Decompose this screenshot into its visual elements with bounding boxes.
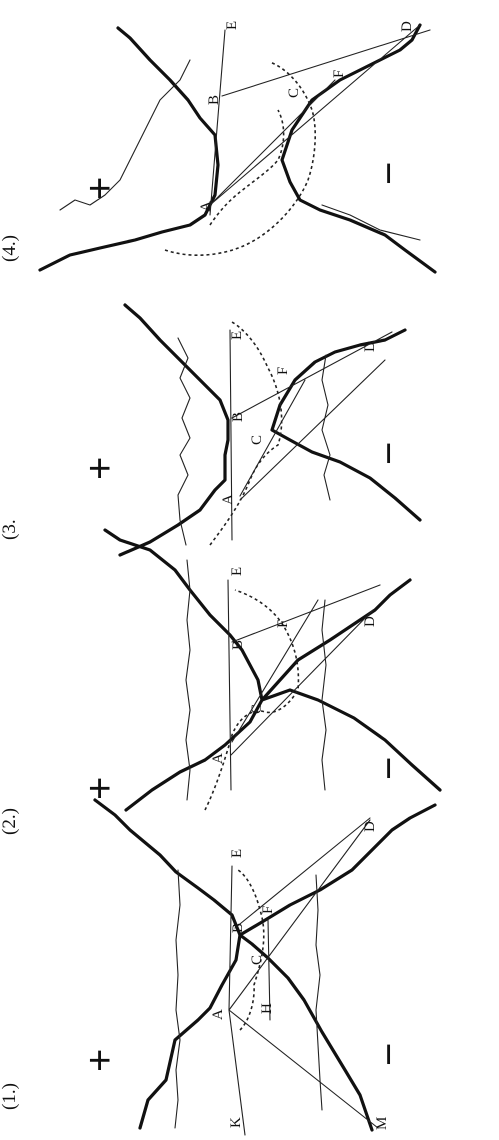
panel-2-minus-sign: − — [367, 757, 411, 780]
panel-1-line-AE — [229, 866, 232, 1010]
panel-3-line-AE — [230, 330, 232, 540]
panel-1-label-F: F — [260, 906, 276, 914]
panel-4-label-C: C — [286, 88, 302, 98]
panel-3-minus-sign: − — [367, 442, 411, 465]
panel-1-label-C: C — [249, 955, 265, 965]
panel-4-label-D: D — [399, 21, 415, 32]
panel-4-plus-sign: + — [78, 177, 122, 200]
panel-3-label-F: F — [275, 367, 291, 375]
panel-1-label-B: B — [230, 923, 246, 933]
panel-3: (3. + − A B C D E F — [0, 305, 420, 555]
panel-3-plus-sign: + — [78, 457, 122, 480]
panel-2-plus-sign: + — [78, 777, 122, 800]
panel-1-label-M: M — [374, 1117, 390, 1130]
panel-4-line-AF — [210, 80, 335, 205]
panel-1-upper-boundary — [95, 800, 240, 1128]
panel-1-plus-sign: + — [78, 1049, 122, 1072]
panel-2-title: (2.) — [0, 808, 20, 835]
panel-1-label-H: H — [259, 1003, 275, 1014]
panel-4-label-B: B — [206, 95, 222, 105]
panel-3-lower-boundary — [272, 330, 420, 520]
panel-3-label-C: C — [249, 435, 265, 445]
panel-1-lower-contour — [316, 875, 322, 1110]
panel-1-label-K: K — [228, 1117, 244, 1128]
panel-2-label-B: B — [230, 640, 246, 650]
panel-3-title: (3. — [0, 519, 20, 540]
panel-4-title: (4.) — [0, 235, 20, 262]
panel-3-label-D: D — [362, 341, 378, 352]
panel-1-line-KA — [229, 1010, 245, 1135]
panel-2-label-D: D — [362, 616, 378, 627]
panel-4-minus-sign: − — [367, 162, 411, 185]
panel-4-line-AE — [210, 30, 225, 215]
panel-2-line-AD — [231, 610, 373, 755]
panel-2-line-BD — [232, 585, 380, 642]
panel-1-title: (1.) — [0, 1083, 20, 1110]
panel-2-line-AE — [228, 580, 231, 790]
panel-2: (2.) + − A B C D E F — [0, 530, 440, 835]
panel-1-label-E: E — [229, 849, 245, 858]
panel-3-lower-contour — [322, 355, 330, 500]
panel-2-lower-contour — [322, 600, 326, 790]
panel-2-upper-contour — [186, 560, 190, 800]
panel-4-upper-boundary — [40, 28, 218, 270]
panel-1-label-A: A — [210, 1009, 226, 1020]
panel-1: (1.) + − A B C D E F H K M — [0, 800, 435, 1135]
panel-2-label-F: F — [275, 620, 291, 628]
panel-2-lower-boundary — [262, 580, 440, 790]
panel-4-label-F: F — [331, 70, 347, 78]
panel-4-line-BD — [222, 30, 430, 96]
panel-4-lower-boundary — [282, 25, 435, 272]
panel-2-label-A: A — [210, 753, 226, 764]
panel-3-line-AD — [240, 360, 385, 500]
panel-2-label-C: C — [249, 704, 265, 714]
panel-3-upper-boundary — [120, 305, 228, 555]
panel-1-minus-sign: − — [367, 1043, 411, 1066]
panel-4-label-E: E — [224, 21, 240, 30]
panel-1-upper-contour — [175, 870, 180, 1128]
panel-2-label-E: E — [229, 567, 245, 576]
panel-3-dotted-curve — [210, 322, 282, 545]
panel-1-line-AM — [229, 1010, 378, 1128]
panel-4: (4.) + − A B C D E F — [0, 21, 435, 272]
panel-4-lower-contour — [322, 205, 420, 240]
panel-3-label-B: B — [230, 412, 246, 422]
panel-3-label-E: E — [229, 331, 245, 340]
panel-1-label-D: D — [362, 821, 378, 832]
panel-4-label-A: A — [198, 201, 214, 212]
panel-3-label-A: A — [220, 494, 236, 505]
